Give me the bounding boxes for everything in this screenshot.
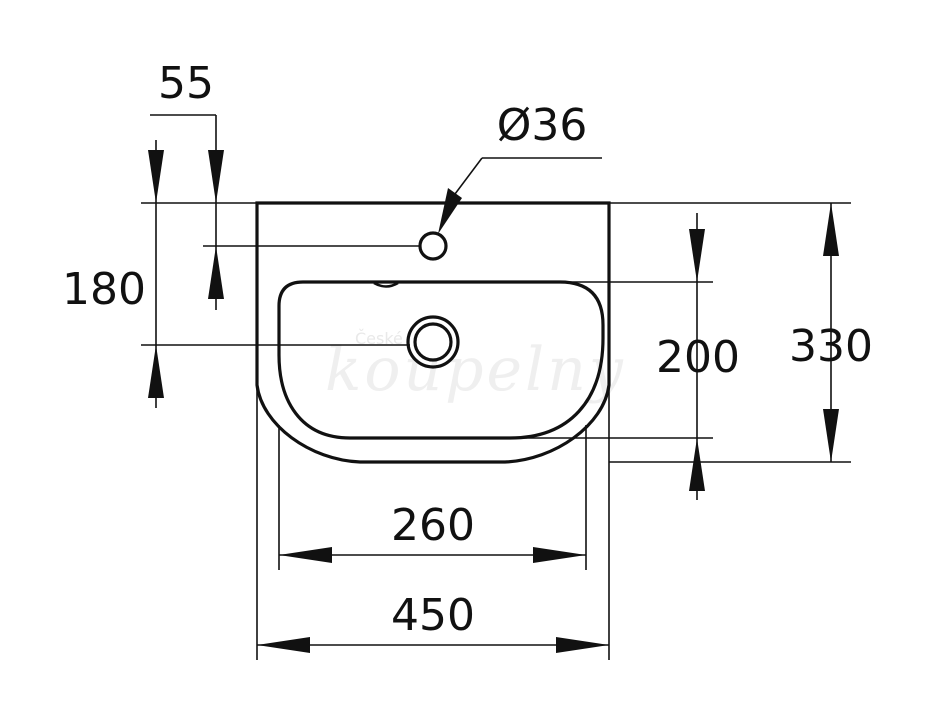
dim-330-label: 330 <box>789 321 873 372</box>
dim-450-arrow-right <box>556 637 609 653</box>
watermark-line1: České <box>355 329 403 348</box>
dim-450-label: 450 <box>391 590 475 641</box>
dim-36-label: Ø36 <box>497 100 588 151</box>
dim-260-arrow-right <box>533 547 586 563</box>
drain-outer-ring <box>406 315 460 369</box>
dim-260-arrow-left <box>279 547 332 563</box>
dim-55-arrow-top <box>208 150 224 203</box>
dim-180-arrow-top <box>148 150 164 203</box>
dim-55-arrow-bottom <box>208 246 224 299</box>
dim-180-label: 180 <box>62 264 146 315</box>
dim-200-arrow-top <box>689 229 705 282</box>
dim-260-label: 260 <box>391 500 475 551</box>
tap-hole <box>418 231 448 261</box>
drain-inner-ring <box>413 322 453 362</box>
dim-180-arrow-bottom <box>148 345 164 398</box>
dim-36-arrow <box>438 188 462 234</box>
dim-450-arrow-left <box>257 637 310 653</box>
basin-outer-outline <box>255 201 611 464</box>
dim-330-arrow-bottom <box>823 409 839 462</box>
overflow-slot <box>373 281 399 288</box>
dim-55-label: 55 <box>158 58 214 109</box>
dim-330-arrow-top <box>823 203 839 256</box>
dim-200-arrow-bottom <box>689 438 705 491</box>
watermark-line2: koupelny <box>325 335 626 405</box>
dim-36-leader-diagonal <box>451 157 483 199</box>
dim-200-label: 200 <box>656 332 740 383</box>
